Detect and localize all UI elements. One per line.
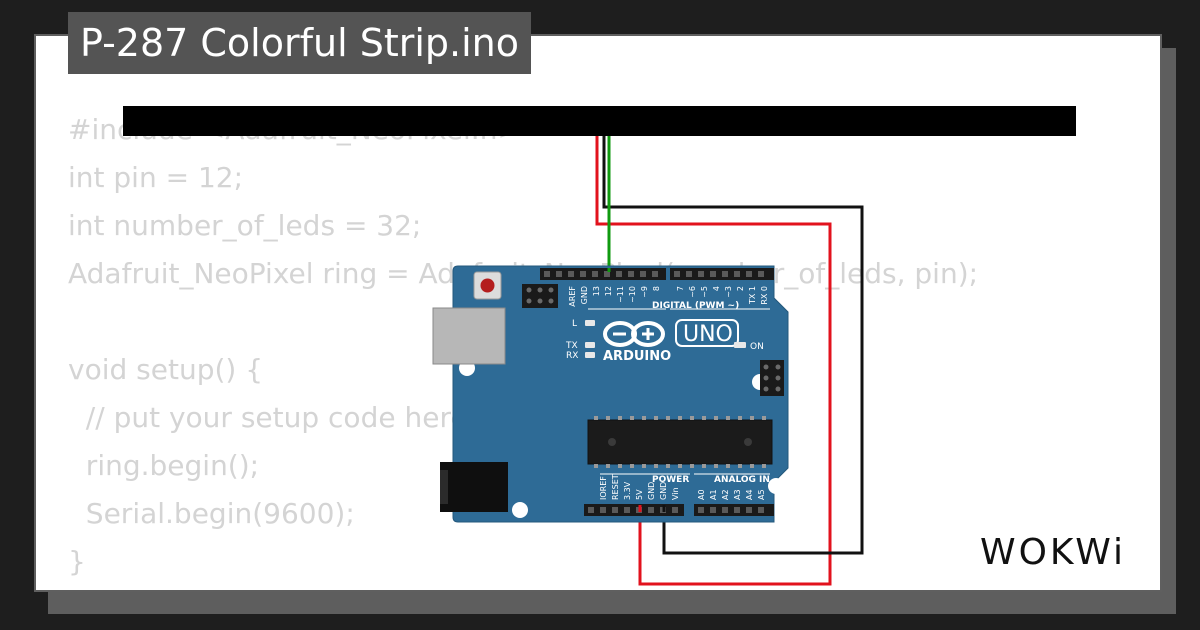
arduino-infinity-icon [603,321,665,347]
on-led [734,342,746,348]
analog-header-label: ANALOG IN [714,475,770,485]
wire-red-5v [595,136,832,586]
dc-power-jack [440,462,508,512]
digital-header-label: DIGITAL (PWM ~) [652,301,739,311]
rx-led-label: RX [566,351,578,361]
pin-label: 5V [635,489,644,500]
power-header-label: POWER [652,475,689,485]
l-led [585,320,595,326]
pin-label: A5 [757,489,766,500]
arduino-brand: ARDUINO [603,349,671,364]
pin-label: ~6 [688,286,697,298]
pin-label: IOREF [599,476,608,500]
pin-label: A4 [745,489,754,500]
svg-text:WOKWi: WOKWi [980,532,1126,573]
pin-label: ~3 [724,286,733,298]
code-line: } [68,545,86,578]
pin-label: A1 [709,489,718,500]
pin-label: RX 0 [760,286,769,305]
rx-led [585,352,595,358]
on-led-label: ON [750,342,764,352]
code-line: int pin = 12; [68,161,244,194]
pin-label: 12 [604,286,613,296]
pin-label: A0 [697,489,706,500]
power-header [584,504,684,516]
pin-label: ~9 [640,286,649,298]
pin-label: TX 1 [748,286,757,305]
pin-label: 4 [712,286,721,291]
pin-label: 3.3V [623,481,632,500]
pin-label: GND [647,482,656,500]
pin-label: GND [580,286,589,304]
pin-label: ~10 [628,286,637,303]
pin-label: 13 [592,286,601,296]
pin-label: ~5 [700,286,709,298]
mounting-hole [512,502,528,518]
uno-label: UNO [683,322,733,347]
atmega-chip [587,419,773,465]
code-line: int number_of_leds = 32; [68,209,422,242]
pin-label: 7 [676,286,685,291]
code-line: void setup() { [68,353,264,386]
usb-connector [432,307,506,365]
l-led-label: L [572,319,577,329]
code-line: ring.begin(); [68,449,260,482]
uno-badge [675,319,739,347]
project-title: P-287 Colorful Strip.ino [68,12,532,74]
pin-label: 2 [736,286,745,291]
tx-led [585,342,595,348]
code-line: Serial.begin(9600); [68,497,355,530]
wokwi-logo: WOKWi [980,532,1126,573]
pin-label: AREF [568,286,577,307]
wire-black-gnd [602,136,864,555]
pin-label: GND [659,482,668,500]
pin-label: ~11 [616,286,625,303]
pin-label: 8 [652,286,661,291]
neopixel-strip [123,106,1076,136]
reset-button-cap [480,278,495,293]
pin-label: Vin [671,487,680,500]
mounting-hole [768,478,784,494]
tx-led-label: TX [565,341,578,351]
pin-label: A2 [721,489,730,500]
pin-label: RESET [611,474,620,500]
pin-label: A3 [733,489,742,500]
